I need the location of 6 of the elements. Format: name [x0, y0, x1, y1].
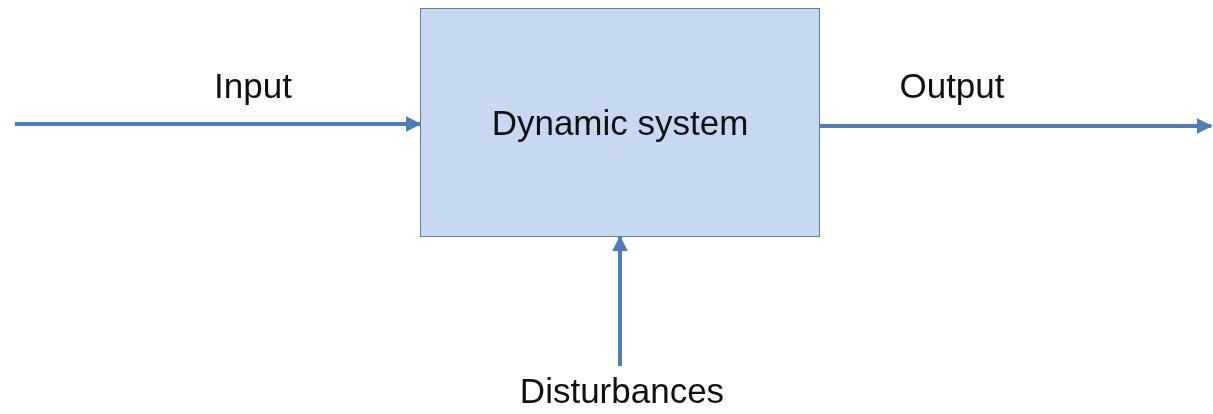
- arrow: [820, 118, 1213, 134]
- arrow: [612, 235, 628, 366]
- node-label: Disturbances: [519, 371, 725, 411]
- box-label: Dynamic system: [491, 102, 749, 143]
- arrow: [15, 116, 422, 132]
- process-box: [420, 8, 820, 237]
